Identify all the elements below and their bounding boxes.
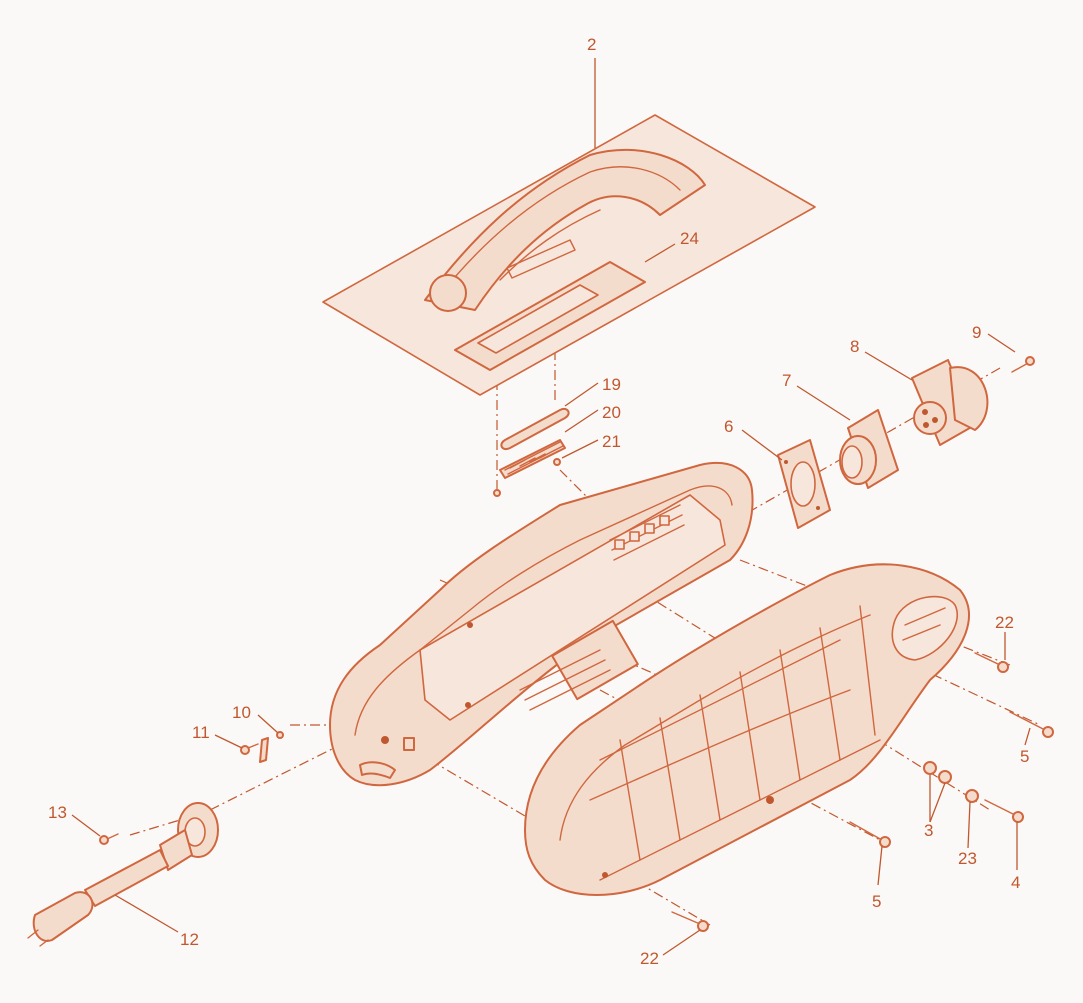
screw-icon [493,489,501,497]
callout-9: 9 [972,323,981,342]
callout-labels: 2 24 19 20 21 6 7 8 9 22 5 3 23 4 5 22 1… [48,35,1029,968]
washer-icon [923,761,979,803]
screw-group-right [671,652,1054,932]
callout-5-bottom: 5 [872,892,881,911]
housing-icon [329,462,754,787]
screw-icon [553,458,561,466]
callout-5-right: 5 [1020,747,1029,766]
screw-icon [240,731,284,763]
callout-22-bottom: 22 [640,949,659,968]
spring-assembly [493,408,570,497]
flange-icon [839,409,899,489]
callout-3: 3 [924,821,933,840]
callout-23: 23 [958,849,977,868]
housing-cover-icon [524,563,970,896]
callout-7: 7 [782,371,791,390]
callout-24: 24 [680,229,699,248]
callout-12: 12 [180,930,199,949]
cable-plug-icon [27,802,219,947]
callout-8: 8 [850,337,859,356]
callout-22-top: 22 [995,613,1014,632]
callout-21: 21 [602,432,621,451]
callout-20: 20 [602,403,621,422]
callout-13: 13 [48,803,67,822]
callout-2: 2 [587,35,596,54]
socket-icon [911,359,989,446]
leader-lines [71,58,1031,956]
callout-6: 6 [724,417,733,436]
cover-icon [322,114,816,396]
screw-icon [1011,356,1035,373]
callout-11: 11 [192,723,210,742]
callout-19: 19 [602,375,621,394]
gasket-icon [777,439,831,529]
callout-10: 10 [232,703,251,722]
callout-4: 4 [1011,873,1020,892]
